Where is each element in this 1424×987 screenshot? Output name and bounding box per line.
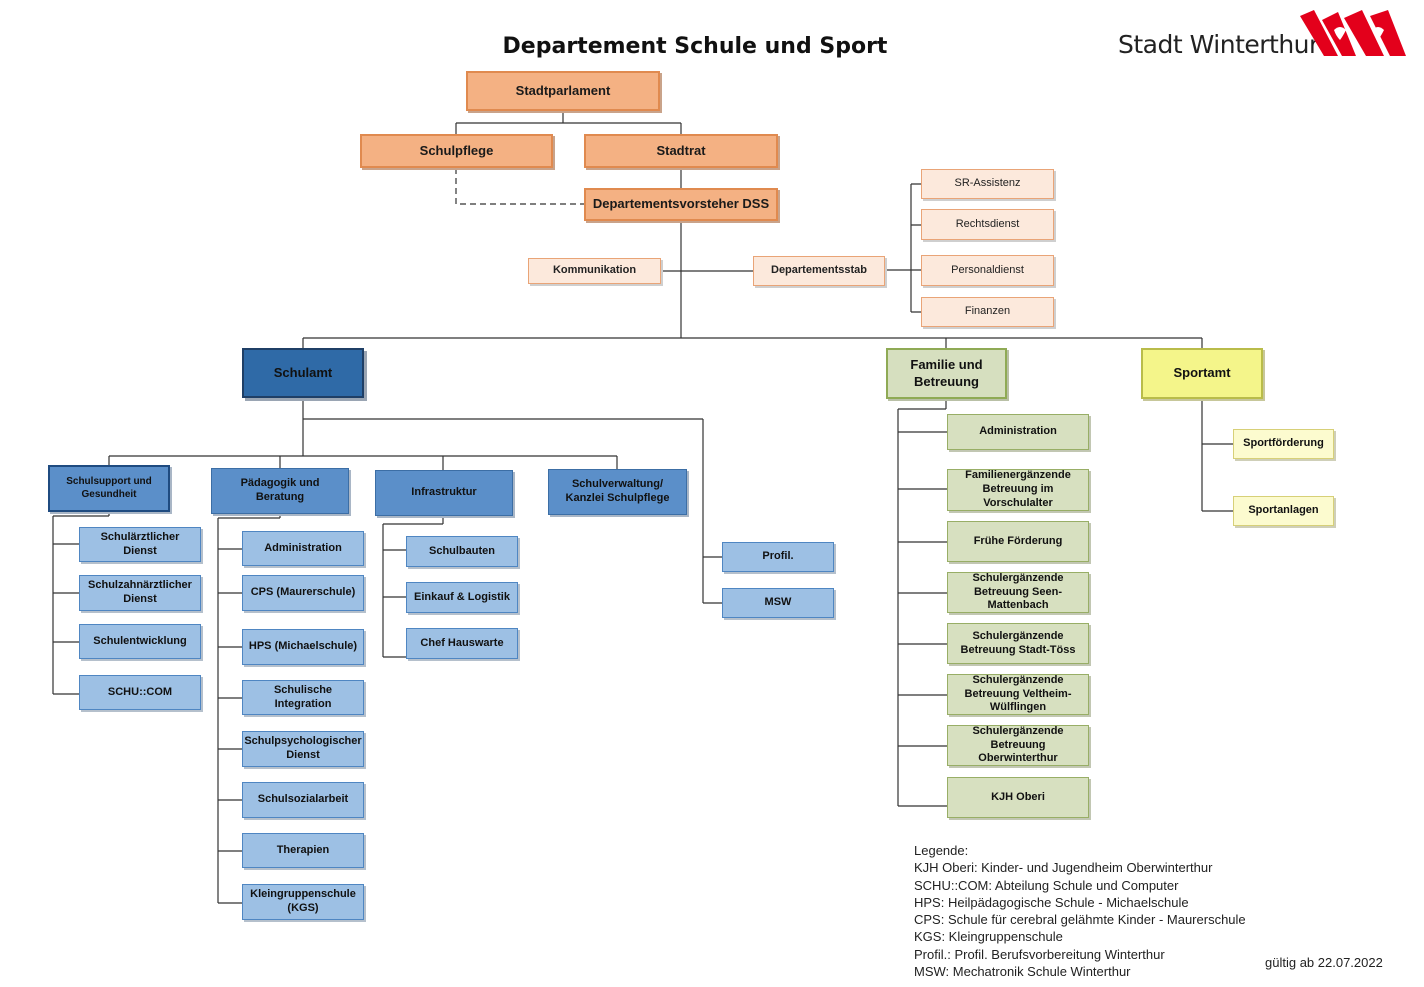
stab-item: Finanzen [921, 297, 1054, 327]
paedagogik-item: HPS (Michaelschule) [242, 629, 364, 665]
paedagogik-item: Schulische Integration [242, 680, 364, 715]
stab-item: SR-Assistenz [921, 169, 1054, 199]
paedagogik-item: Schulsozialarbeit [242, 782, 364, 818]
logo-text: Stadt Winterthur [1118, 30, 1319, 59]
familie-item: Schulergänzende Betreuung Veltheim-Wülfl… [947, 674, 1089, 715]
familie-item: Schulergänzende Betreuung Stadt-Töss [947, 623, 1089, 664]
legend-entry: KGS: Kleingruppenschule [914, 929, 1063, 945]
familie-item: Administration [947, 414, 1089, 450]
schulsupport-item: Schulärztlicher Dienst [79, 527, 201, 562]
legend-entry: CPS: Schule für cerebral gelähmte Kinder… [914, 912, 1246, 928]
infrastruktur-item: Einkauf & Logistik [406, 582, 518, 613]
paedagogik-item: Kleingruppenschule (KGS) [242, 884, 364, 920]
schulsupport-item: Schulentwicklung [79, 624, 201, 659]
familie-item: Schulergänzende Betreuung Seen-Mattenbac… [947, 572, 1089, 613]
schulverwaltung-box: Schulverwaltung/ Kanzlei Schulpflege [548, 469, 687, 515]
msw-box: MSW [722, 588, 834, 618]
sportamt-item: Sportanlagen [1233, 496, 1334, 526]
paedagogik-item: Administration [242, 531, 364, 566]
legend-title: Legende: [914, 843, 969, 858]
familie-betreuung-box: Familie und Betreuung [886, 348, 1007, 399]
legend-entry: MSW: Mechatronik Schule Winterthur [914, 964, 1131, 980]
departementsvorsteher-box: Departementsvorsteher DSS [584, 188, 778, 221]
infrastruktur-item: Chef Hauswarte [406, 628, 518, 659]
sportamt-item: Sportförderung [1233, 429, 1334, 459]
stab-item: Personaldienst [921, 255, 1054, 286]
stab-item: Rechtsdienst [921, 209, 1054, 240]
legend-entry: KJH Oberi: Kinder- und Jugendheim Oberwi… [914, 860, 1213, 876]
stadtparlament-box: Stadtparlament [466, 71, 660, 111]
paedagogik-item: Therapien [242, 833, 364, 868]
schulpflege-box: Schulpflege [360, 134, 553, 168]
schulamt-box: Schulamt [242, 348, 364, 398]
familie-item: Schulergänzende Betreuung Oberwinterthur [947, 725, 1089, 766]
departementsstab-box: Departementsstab [753, 256, 885, 286]
kommunikation-box: Kommunikation [528, 258, 661, 284]
schulsupport-box: Schulsupport und Gesundheit [48, 465, 170, 512]
schulsupport-item: SCHU::COM [79, 675, 201, 710]
schulsupport-item: Schulzahnärztlicher Dienst [79, 575, 201, 611]
infrastruktur-item: Schulbauten [406, 536, 518, 567]
legend: Legende: KJH Oberi: Kinder- und Jugendhe… [914, 842, 1246, 980]
valid-from-date: gültig ab 22.07.2022 [1265, 955, 1383, 970]
infrastruktur-box: Infrastruktur [375, 470, 513, 516]
legend-entry: Profil.: Profil. Berufsvorbereitung Wint… [914, 946, 1165, 962]
familie-item: Familienergänzende Betreuung im Vorschul… [947, 469, 1089, 511]
paedagogik-item: CPS (Maurerschule) [242, 575, 364, 611]
legend-entry: HPS: Heilpädagogische Schule - Michaelsc… [914, 894, 1189, 910]
paedagogik-box: Pädagogik und Beratung [211, 468, 349, 514]
paedagogik-item: Schulpsychologischer Dienst [242, 731, 364, 767]
winterthur-logo-icon [1300, 10, 1406, 56]
familie-item: Frühe Förderung [947, 521, 1089, 562]
sportamt-box: Sportamt [1141, 348, 1263, 399]
profil-box: Profil. [722, 542, 834, 572]
page-title: Departement Schule und Sport [502, 34, 888, 59]
legend-entry: SCHU::COM: Abteilung Schule und Computer [914, 877, 1179, 893]
stadtrat-box: Stadtrat [584, 134, 778, 168]
familie-item: KJH Oberi [947, 777, 1089, 818]
